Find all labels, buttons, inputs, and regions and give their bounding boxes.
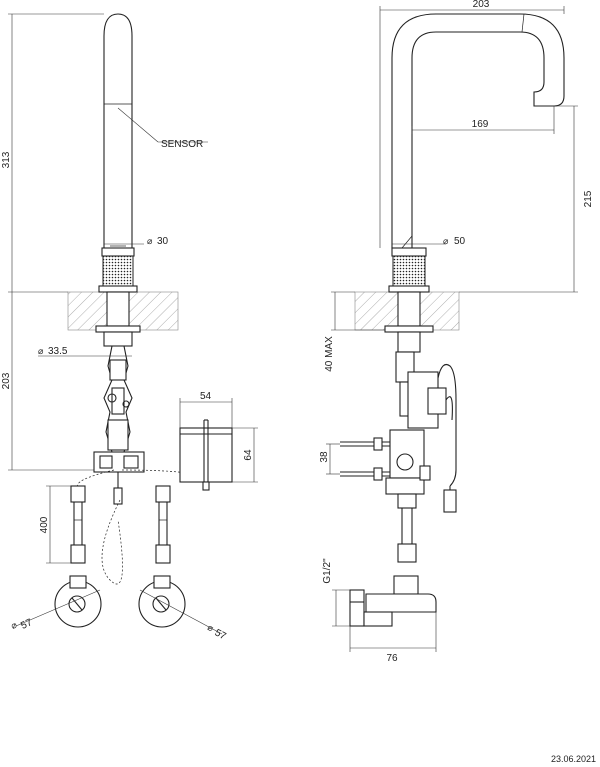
sensor-label: SENSOR: [161, 139, 203, 150]
right-side-view: [340, 13, 565, 627]
spout-body-left: [103, 13, 133, 249]
dim-40-max: 40 MAX: [324, 336, 335, 372]
dia-symbol: ⌀: [9, 619, 19, 631]
mounting-bolts: [340, 437, 390, 481]
left-dimensions: [8, 13, 258, 635]
date-label: 23.06.2021: [551, 754, 596, 764]
dia-symbol: ⌀: [443, 236, 449, 246]
dim-313: 313: [1, 151, 12, 168]
hose-left: [70, 485, 86, 564]
dim-203-right: 203: [473, 0, 490, 10]
dim-dia-57-right: 57: [213, 627, 228, 642]
dim-dia-57-left: 57: [19, 617, 34, 632]
angle-valve-right: [138, 575, 186, 628]
angle-valve-side: [349, 575, 437, 627]
dim-76: 76: [386, 653, 398, 664]
dim-dia-33-5: 33.5: [48, 346, 68, 357]
dia-symbol: ⌀: [206, 622, 216, 634]
angle-valve-left: [54, 575, 102, 628]
dim-215: 215: [583, 190, 594, 207]
dim-400: 400: [39, 516, 50, 533]
hose-right: [155, 485, 171, 564]
dim-38: 38: [319, 451, 330, 463]
left-front-view: [54, 13, 233, 628]
right-dimensions: [326, 6, 578, 652]
dim-169: 169: [472, 119, 489, 130]
knurled-ring-left: [102, 255, 134, 287]
dia-symbol: ⌀: [147, 236, 153, 246]
dim-54: 54: [200, 391, 212, 402]
dia-symbol: ⌀: [38, 346, 44, 356]
knurled-ring-right: [392, 255, 426, 287]
dim-dia-30: 30: [157, 236, 169, 247]
dim-dia-50: 50: [454, 236, 466, 247]
control-box: [179, 419, 233, 491]
spout-body-right: [391, 13, 565, 249]
dim-64: 64: [243, 449, 254, 461]
dim-thread: G1/2": [322, 558, 333, 584]
dim-203-left: 203: [1, 372, 12, 389]
